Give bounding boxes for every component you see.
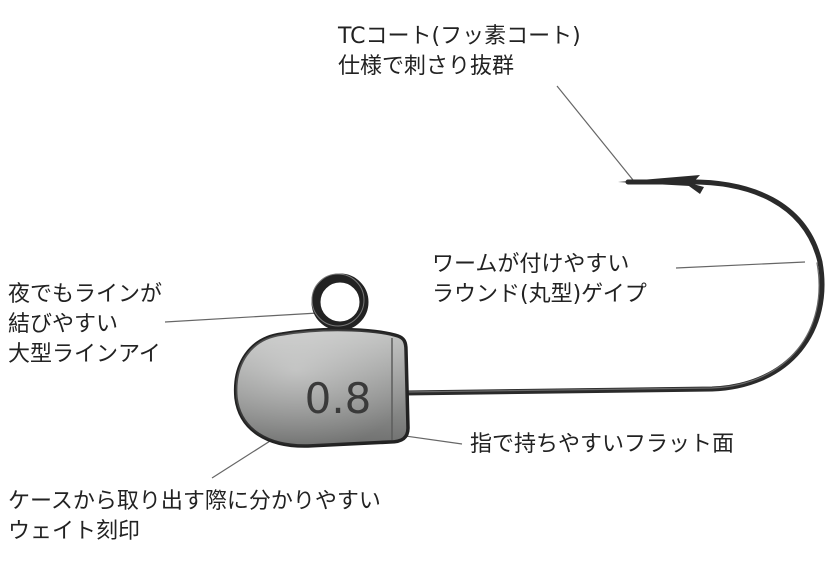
leader-line-line-eye xyxy=(164,312,319,323)
callout-hook-shape: ワームが付けやすい ラウンド(丸型)ゲイプ xyxy=(432,250,647,310)
callout-coating-line-2: 仕様で刺さり抜群 xyxy=(338,54,515,79)
callout-line-eye-line-2: 結びやすい xyxy=(8,312,119,337)
callout-flat-face: 指で持ちやすいフラット面 xyxy=(470,430,734,460)
leader-line-coating xyxy=(556,85,634,181)
callout-coating-line-1: TCコート(フッ素コート) xyxy=(338,24,581,49)
hook-barb xyxy=(682,181,704,194)
jig-head-shine xyxy=(235,329,408,447)
hook-wire xyxy=(402,179,825,396)
weight-marking: 0.8 xyxy=(305,374,372,423)
callout-weight-mark: ケースから取り出す際に分かりやすい ウェイト刻印 xyxy=(8,487,381,547)
callout-line-eye: 夜でもラインが 結びやすい 大型ラインアイ xyxy=(8,280,162,370)
leader-line-hook-shape xyxy=(675,261,806,269)
callout-coating: TCコート(フッ素コート) 仕様で刺さり抜群 xyxy=(338,22,581,82)
hook-wire-highlight xyxy=(404,262,820,393)
callout-hook-shape-line-1: ワームが付けやすい xyxy=(432,252,630,277)
callout-hook-shape-line-2: ラウンド(丸型)ゲイプ xyxy=(432,282,647,307)
callout-flat-face-line-1: 指で持ちやすいフラット面 xyxy=(470,432,735,457)
callout-line-eye-line-1: 夜でもラインが xyxy=(8,282,163,307)
hook-point xyxy=(618,175,700,186)
line-eye xyxy=(311,273,369,331)
line-eye-highlight xyxy=(311,273,365,327)
callout-line-eye-line-3: 大型ラインアイ xyxy=(8,342,161,367)
callout-weight-mark-line-2: ウェイト刻印 xyxy=(8,519,141,544)
callout-weight-mark-line-1: ケースから取り出す際に分かりやすい xyxy=(8,489,381,514)
